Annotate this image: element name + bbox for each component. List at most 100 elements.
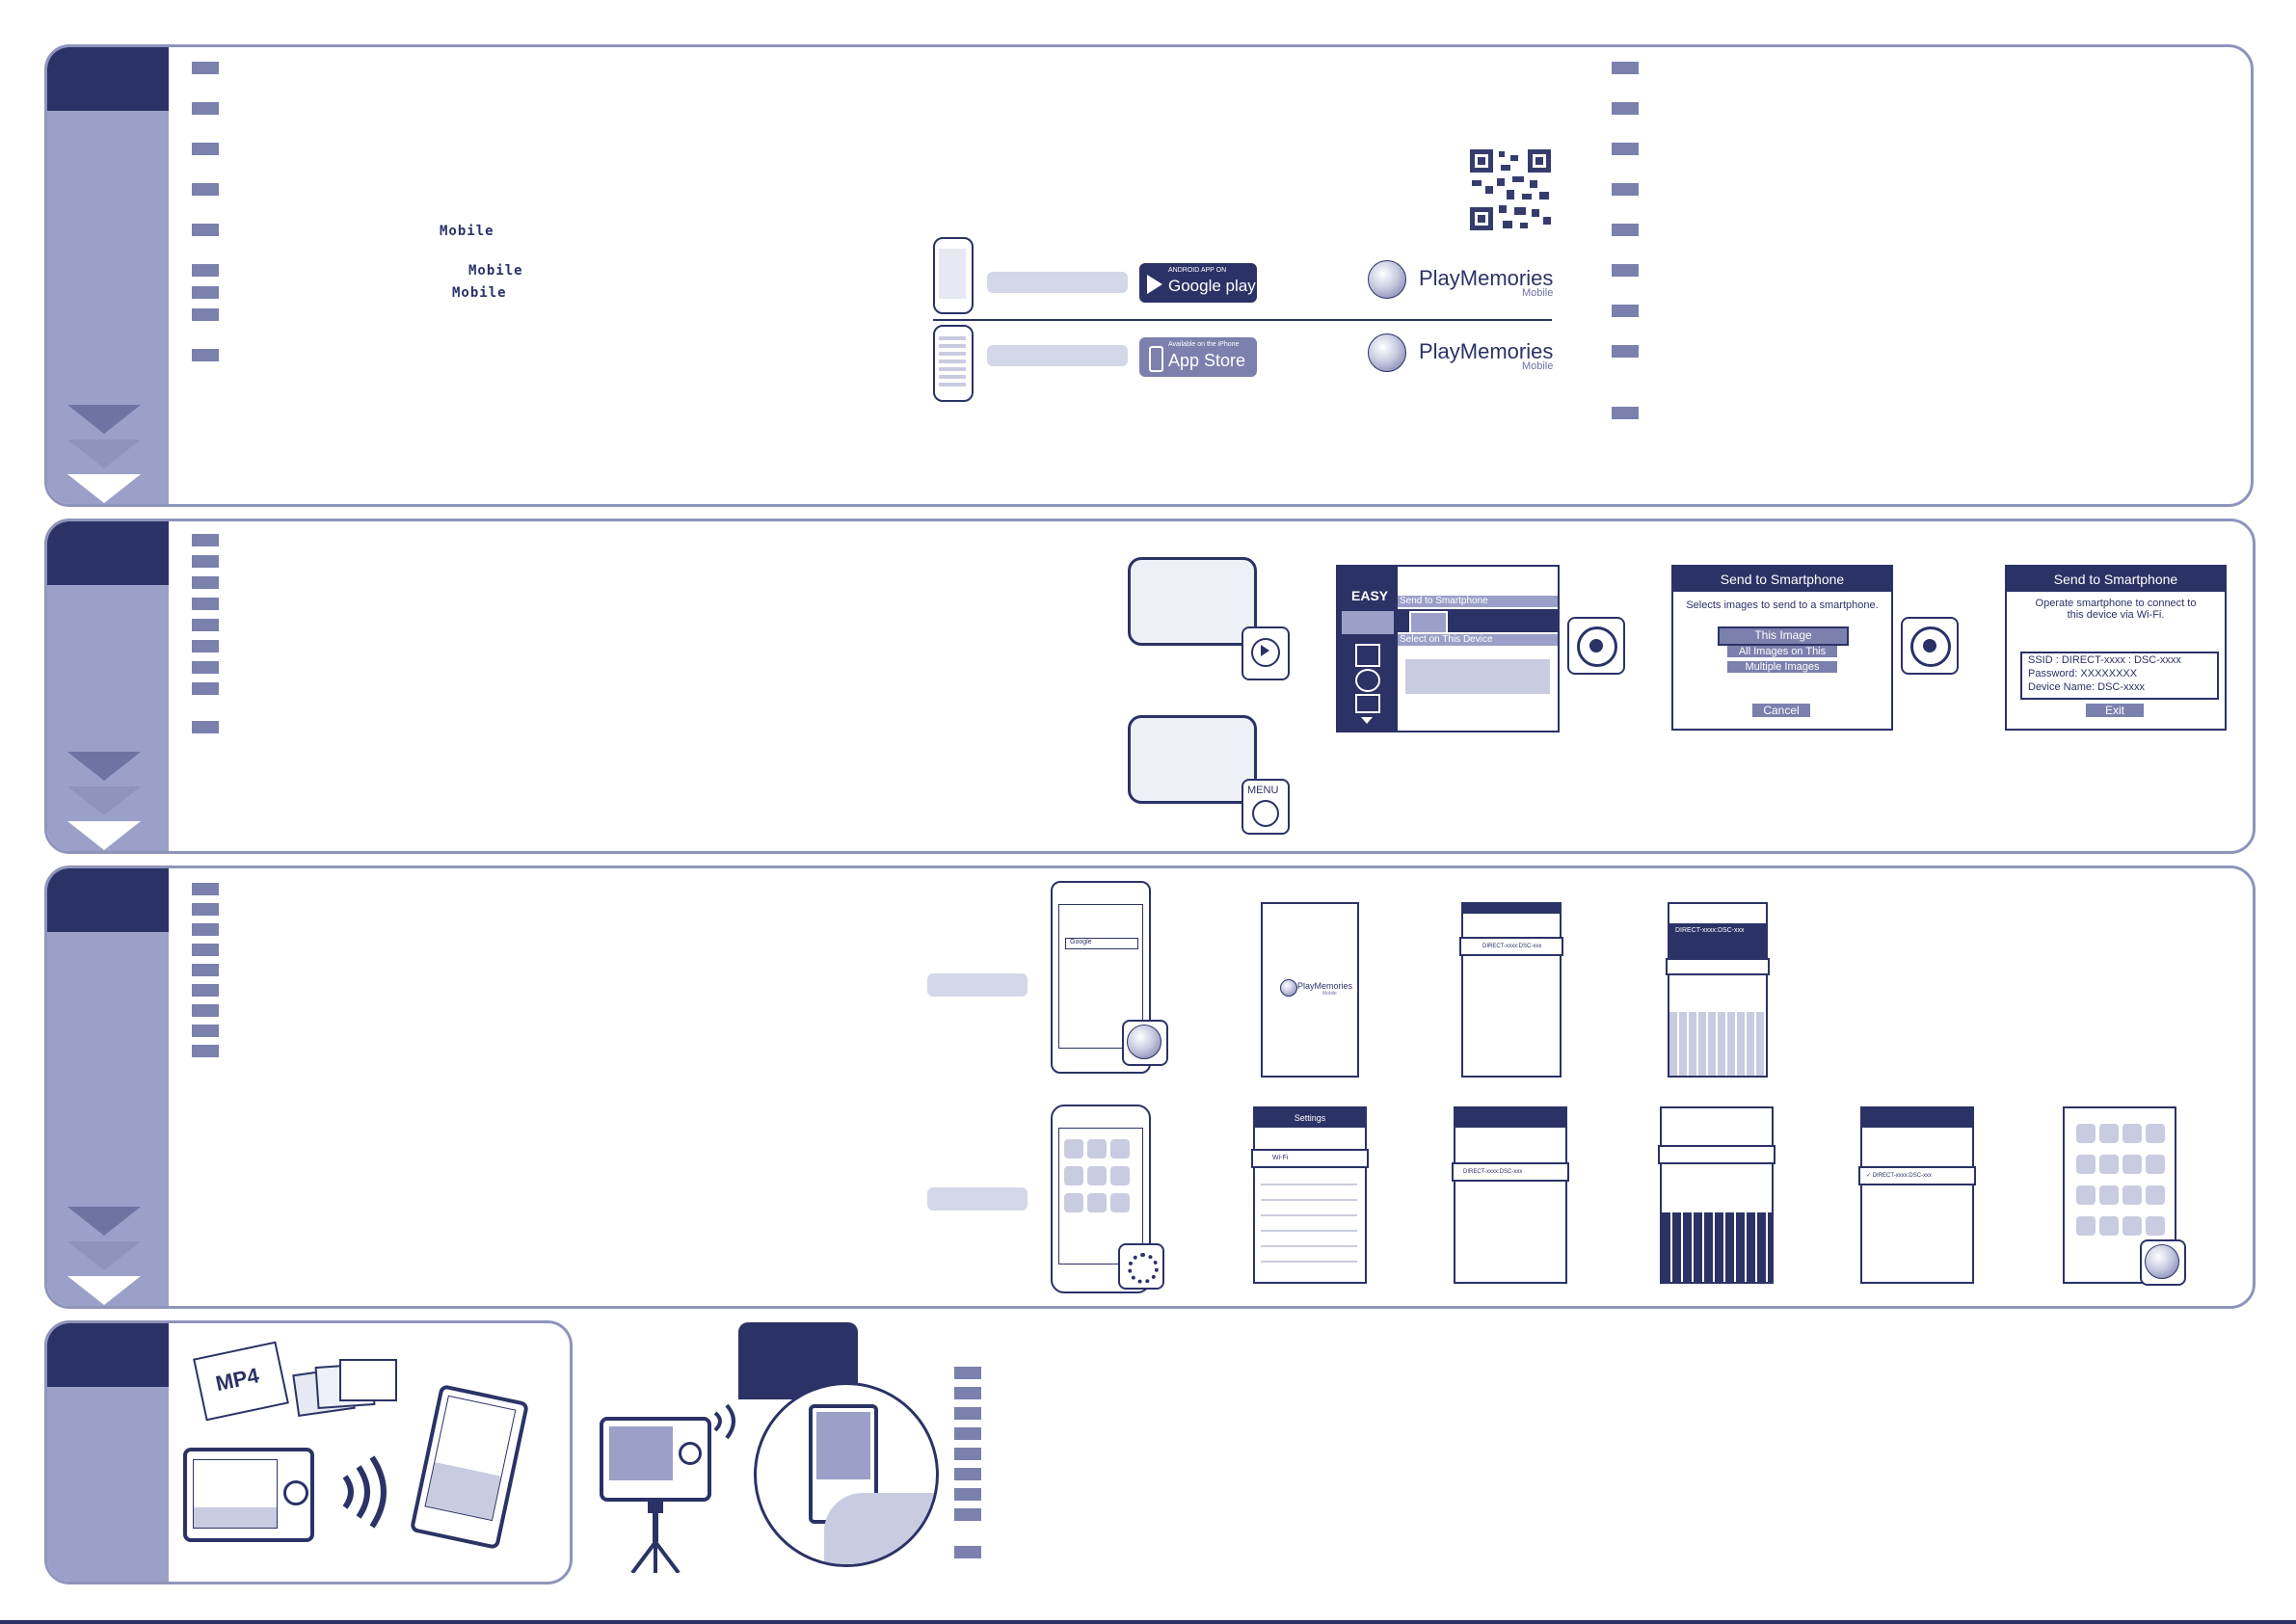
ios-settings-screen: Settings Wi-Fi [1251, 1106, 1369, 1284]
menu-item-icon[interactable] [1355, 669, 1380, 692]
instruction-marker [192, 984, 219, 997]
menu-item-icon[interactable] [1355, 644, 1380, 667]
instruction-marker [192, 555, 219, 568]
device-name-text: Device Name: DSC-xxxx [2028, 681, 2146, 693]
playmemories-logo-icon [1368, 260, 1406, 299]
store-search-placeholder [987, 345, 1128, 366]
camera-illustration [1128, 557, 1257, 646]
instruction-marker [192, 576, 219, 589]
send-to-smartphone-option-icon[interactable] [1409, 611, 1448, 634]
step-3-arrow [67, 1207, 141, 1236]
exit-button[interactable]: Exit [2086, 704, 2144, 717]
menu-scroll-down-icon[interactable] [1361, 717, 1373, 724]
iphone-home-screen [1051, 1105, 1164, 1293]
connection-info-box: SSID : DIRECT-xxxx : DSC-xxxx Password: … [2020, 652, 2219, 700]
iphone-glyph-icon [1149, 346, 1163, 372]
wifi-connection-dialog: Send to Smartphone Operate smartphone to… [2005, 565, 2227, 731]
instruction-marker [192, 62, 219, 74]
step-1-arrow [67, 405, 141, 434]
instruction-marker [192, 183, 219, 196]
playmemories-app-icon[interactable] [1122, 1020, 1168, 1066]
step-1-arrow [67, 439, 141, 468]
instruction-marker [192, 721, 219, 733]
password-text: Password: XXXXXXXX [2028, 668, 2138, 679]
app-store-badge[interactable]: Available on the iPhone App Store [1139, 337, 1257, 377]
instruction-marker [1612, 407, 1639, 419]
app-store-badge-top: Available on the iPhone [1168, 341, 1240, 348]
instruction-marker [954, 1488, 981, 1501]
instruction-marker [192, 1004, 219, 1017]
android-network-list-screen: DIRECT-xxxx:DSC-xxx [1459, 902, 1563, 1078]
step-2-arrow [67, 821, 141, 850]
android-phone-icon [933, 237, 974, 314]
search-bar[interactable]: Google [1065, 938, 1138, 949]
instruction-marker [954, 1508, 981, 1521]
camera-screen-illustration [183, 1448, 314, 1542]
playback-button-icon[interactable] [1241, 626, 1290, 680]
shutter-signal-icon [709, 1394, 763, 1448]
password-field[interactable] [1666, 958, 1770, 975]
instruction-marker [192, 682, 219, 695]
instruction-marker [1612, 345, 1639, 358]
remote-shooting-circle [754, 1382, 939, 1567]
instruction-marker [192, 224, 219, 236]
instruction-marker [192, 640, 219, 652]
menu-button[interactable]: MENU [1241, 779, 1290, 835]
step-1-band [47, 47, 169, 504]
step-1-cap [47, 47, 169, 111]
step-3-arrow [67, 1241, 141, 1270]
keyboard[interactable] [1669, 1012, 1766, 1076]
keyboard[interactable] [1662, 1212, 1772, 1282]
step-2-arrow [67, 752, 141, 781]
menu-send-to-smartphone[interactable]: Send to Smartphone [1400, 596, 1488, 606]
android-password-screen: DIRECT-xxxx:DSC-xxx [1666, 902, 1770, 1078]
instruction-marker [954, 1407, 981, 1420]
send-to-smartphone-dialog: Send to Smartphone Selects images to sen… [1671, 565, 1893, 731]
settings-app-icon[interactable] [1118, 1243, 1164, 1290]
connected-network-item[interactable]: ✓ DIRECT-xxxx:DSC-xxx [1858, 1166, 1976, 1185]
hand-illustration [824, 1493, 936, 1564]
menu-easy[interactable]: EASY [1351, 588, 1389, 603]
instruction-marker [1612, 264, 1639, 277]
store-search-placeholder [987, 272, 1128, 293]
instruction-marker [192, 923, 219, 936]
control-wheel-icon[interactable] [1901, 617, 1959, 675]
instruction-marker [1612, 305, 1639, 317]
instruction-marker [192, 534, 219, 546]
google-play-badge-main: Google play [1168, 277, 1256, 295]
menu-item-send-icon[interactable] [1342, 611, 1394, 634]
instruction-marker [192, 944, 219, 956]
menu-item-icon[interactable] [1355, 694, 1380, 713]
instruction-marker [192, 619, 219, 631]
camera-illustration [1128, 715, 1257, 804]
this-image-option[interactable]: This Image [1718, 626, 1849, 646]
all-images-option[interactable]: All Images on This Date [1727, 646, 1837, 669]
step-3-cap [47, 868, 169, 932]
app-name-label: Mobile [468, 263, 523, 279]
play-triangle-icon [1147, 275, 1162, 294]
instruction-marker [954, 1468, 981, 1480]
network-item[interactable]: DIRECT-xxxx:DSC-xxx [1452, 1162, 1569, 1182]
password-field[interactable] [1658, 1145, 1775, 1164]
playmemories-logo-text: PlayMemories Mobile [1419, 266, 1554, 299]
multiple-images-option[interactable]: Multiple Images [1727, 661, 1837, 673]
control-wheel-icon[interactable] [1567, 617, 1625, 675]
step-4-cap [47, 1323, 169, 1387]
os-label-placeholder [927, 1187, 1028, 1211]
instruction-marker [1612, 143, 1639, 155]
dialog-message: Selects images to send to a smartphone. [1686, 599, 1879, 611]
playmemories-app-icon[interactable] [2140, 1239, 2186, 1286]
qr-code-icon [1468, 147, 1553, 232]
camera-on-tripod-illustration [600, 1417, 711, 1502]
network-item[interactable]: DIRECT-xxxx:DSC-xxx [1459, 937, 1563, 956]
google-play-badge[interactable]: ANDROID APP ON Google play [1139, 263, 1257, 303]
app-name-label: Mobile [452, 285, 507, 301]
wifi-setting-row[interactable]: Wi-Fi [1251, 1149, 1369, 1168]
instruction-marker [192, 349, 219, 361]
cancel-button[interactable]: Cancel [1752, 704, 1810, 717]
tripod-icon [627, 1500, 684, 1575]
menu-select-on-device[interactable]: Select on This Device [1400, 634, 1493, 645]
android-home-screen: Google [1051, 881, 1168, 1074]
instruction-marker [192, 964, 219, 976]
step-3-arrow [67, 1276, 141, 1305]
